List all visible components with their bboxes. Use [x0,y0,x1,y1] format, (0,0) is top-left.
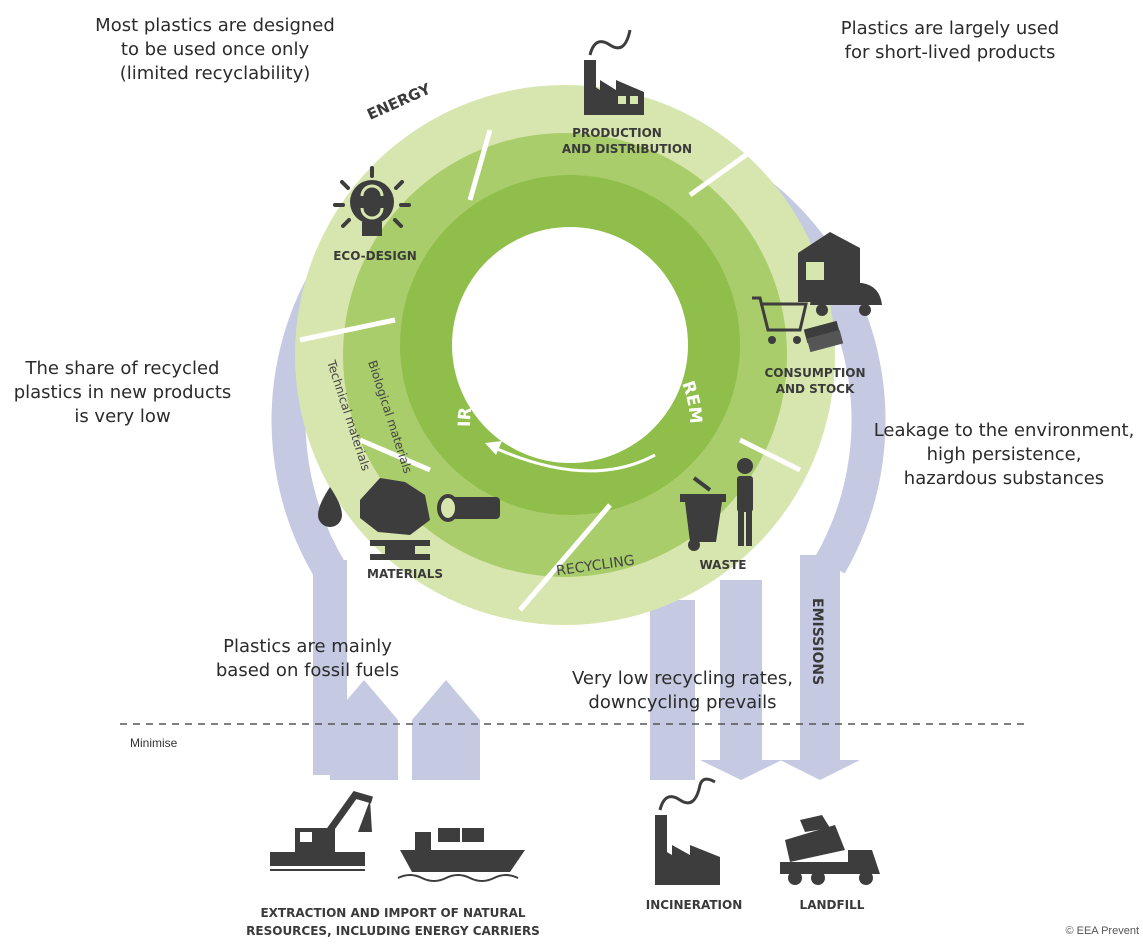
consumption-icons [752,232,882,353]
callout-recycled-share-line2: plastics in new products [13,382,232,403]
callout-low-recycling-line2: downcycling prevails [588,692,777,713]
stage-production-line1: PRODUCTION [572,126,662,140]
excavator-icon [270,790,373,871]
callout-fossil-line1: Plastics are mainly [223,636,392,657]
copyright-label: © EEA Prevent [1065,925,1139,937]
callout-low-recycling: Very low recycling rates, downcycling pr… [560,667,805,715]
energy-label: ENERGY [364,79,434,123]
extraction-label-line2: RESOURCES, INCLUDING ENERGY CARRIERS [246,924,540,938]
stage-waste: WASTE [699,558,746,572]
incineration-label: INCINERATION [646,898,743,912]
emissions-label: EMISSIONS [809,598,825,685]
landfill-arrow [700,580,782,780]
rocks-icon [360,478,430,535]
callout-leakage: Leakage to the environment, high persist… [865,419,1143,491]
callout-single-use: Most plastics are designed to be used on… [75,14,355,86]
callout-leakage-line3: hazardous substances [903,468,1105,489]
inner-hole [452,227,688,463]
inner-arrow-head [485,441,502,455]
ship-icon [397,828,525,882]
incineration-factory-icon [655,777,720,885]
factory-icon [584,29,644,115]
segment-dividers [299,129,802,612]
callout-short-lived-line1: Plastics are largely used [840,18,1060,39]
inner-cycle-arrow [494,446,656,473]
callout-recycled-share: The share of recycled plastics in new pr… [0,357,245,429]
extraction-label-line1: EXTRACTION AND IMPORT OF NATURAL [260,906,525,920]
minimise-label: Minimise [130,736,178,750]
landfill-truck-icon [780,815,880,885]
stage-consumption-line2: AND STOCK [776,382,855,396]
energy-arrow-up-1 [330,680,398,780]
callout-leakage-line1: Leakage to the environment, [873,420,1135,441]
stage-eco-design: ECO-DESIGN [333,249,417,263]
log-icon [448,497,500,519]
stage-consumption-line1: CONSUMPTION [764,366,865,380]
callout-low-recycling-line1: Very low recycling rates, [572,668,793,689]
stage-production-line2: AND DISTRIBUTION [562,142,692,156]
callout-recycled-share-line3: is very low [74,406,171,427]
materials-icons [318,478,500,560]
callout-single-use-line2: to be used once only [120,39,310,60]
callout-fossil: Plastics are mainly based on fossil fuel… [195,635,420,683]
incineration-arrow [650,600,695,780]
lightbulb-icon [333,166,411,236]
stage-materials: MATERIALS [367,567,443,581]
oil-drop-icon [318,487,342,527]
callout-single-use-line1: Most plastics are designed [95,15,335,36]
callout-fossil-line2: based on fossil fuels [215,660,400,681]
callout-single-use-line3: (limited recyclability) [119,63,311,84]
callout-recycled-share-line1: The share of recycled [25,358,220,379]
callout-short-lived-line2: for short-lived products [844,42,1056,63]
callout-short-lived: Plastics are largely used for short-live… [820,17,1080,65]
callout-leakage-line2: high persistence, [926,444,1082,465]
landfill-label: LANDFILL [800,898,865,912]
waste-bin-icon [680,458,753,551]
